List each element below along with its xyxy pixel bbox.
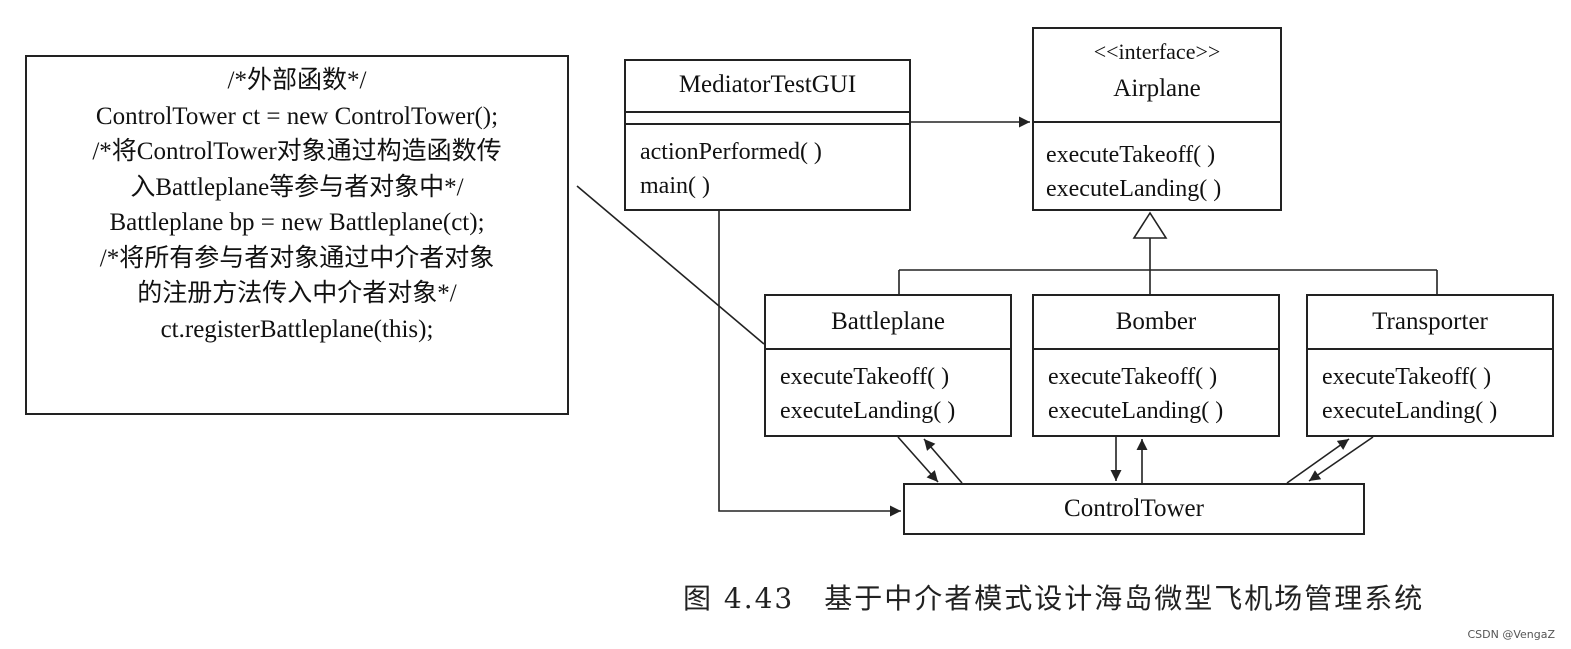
generalization-triangle xyxy=(1132,211,1168,239)
operation: executeLanding( ) xyxy=(1322,398,1498,424)
class-name: ControlTower xyxy=(1064,495,1204,522)
note-link-line xyxy=(576,185,765,345)
class-operations: executeTakeoff( ) executeLanding( ) xyxy=(780,360,955,428)
class-name: Transporter xyxy=(1372,308,1488,335)
note-line: ct.registerBattleplane(this); xyxy=(160,315,434,343)
class-divider xyxy=(1034,121,1280,123)
operation: main( ) xyxy=(640,173,710,199)
class-bomber: Bomber executeTakeoff( ) executeLanding(… xyxy=(1032,294,1280,437)
battleplane-to-controltower-arrow xyxy=(897,436,939,483)
note-line: 入Battleplane等参与者对象中*/ xyxy=(130,173,464,201)
figure-caption: 图 4.43 基于中介者模式设计海岛微型飞机场管理系统 xyxy=(683,577,1424,617)
class-name: Airplane xyxy=(1113,75,1201,102)
class-divider xyxy=(626,111,909,113)
note-line: 的注册方法传入中介者对象*/ xyxy=(137,280,457,307)
figure-number: 图 4.43 xyxy=(683,582,795,615)
interface-airplane: <<interface>> Airplane executeTakeoff( )… xyxy=(1032,27,1282,211)
operation: executeTakeoff( ) xyxy=(1046,142,1216,168)
note-box: /*外部函数*/ ControlTower ct = new ControlTo… xyxy=(25,55,569,415)
class-operations: actionPerformed( ) main( ) xyxy=(640,135,822,203)
class-name: Bomber xyxy=(1115,308,1197,335)
transporter-to-controltower-arrow xyxy=(1308,436,1374,482)
class-divider xyxy=(626,123,909,125)
mediator-to-controltower-arrow xyxy=(718,211,901,517)
operation: executeLanding( ) xyxy=(1048,398,1224,424)
class-transporter: Transporter executeTakeoff( ) executeLan… xyxy=(1306,294,1554,437)
class-battleplane: Battleplane executeTakeoff( ) executeLan… xyxy=(764,294,1012,437)
class-name: Battleplane xyxy=(831,308,945,335)
class-divider xyxy=(1308,348,1552,350)
note-line: Battleplane bp = new Battleplane(ct); xyxy=(109,209,485,236)
operation: actionPerformed( ) xyxy=(640,139,822,165)
operation: executeTakeoff( ) xyxy=(780,364,950,390)
controltower-to-transporter-arrow xyxy=(1286,438,1350,484)
class-name: MediatorTestGUI xyxy=(678,71,857,98)
class-operations: executeTakeoff( ) executeLanding( ) xyxy=(1046,138,1221,206)
class-divider xyxy=(766,348,1010,350)
watermark: CSDN @VengaZ xyxy=(1467,628,1555,641)
operation: executeTakeoff( ) xyxy=(1048,364,1218,390)
note-line: ControlTower ct = new ControlTower(); xyxy=(95,102,499,130)
class-operations: executeTakeoff( ) executeLanding( ) xyxy=(1322,360,1497,428)
stereotype-label: <<interface>> xyxy=(1093,39,1221,64)
operation: executeLanding( ) xyxy=(1046,176,1222,202)
class-operations: executeTakeoff( ) executeLanding( ) xyxy=(1048,360,1223,428)
operation: executeLanding( ) xyxy=(780,398,956,424)
class-divider xyxy=(1034,348,1278,350)
note-line: /*外部函数*/ xyxy=(227,67,367,94)
operation: executeTakeoff( ) xyxy=(1322,364,1492,390)
class-controltower: ControlTower xyxy=(903,483,1365,535)
note-line: /*将ControlTower对象通过构造函数传 xyxy=(92,138,502,165)
class-mediatortestgui: MediatorTestGUI actionPerformed( ) main(… xyxy=(624,59,911,211)
note-line: /*将所有参与者对象通过中介者对象 xyxy=(99,244,495,272)
figure-title: 基于中介者模式设计海岛微型飞机场管理系统 xyxy=(824,582,1425,615)
controltower-to-battleplane-arrow xyxy=(923,438,963,484)
